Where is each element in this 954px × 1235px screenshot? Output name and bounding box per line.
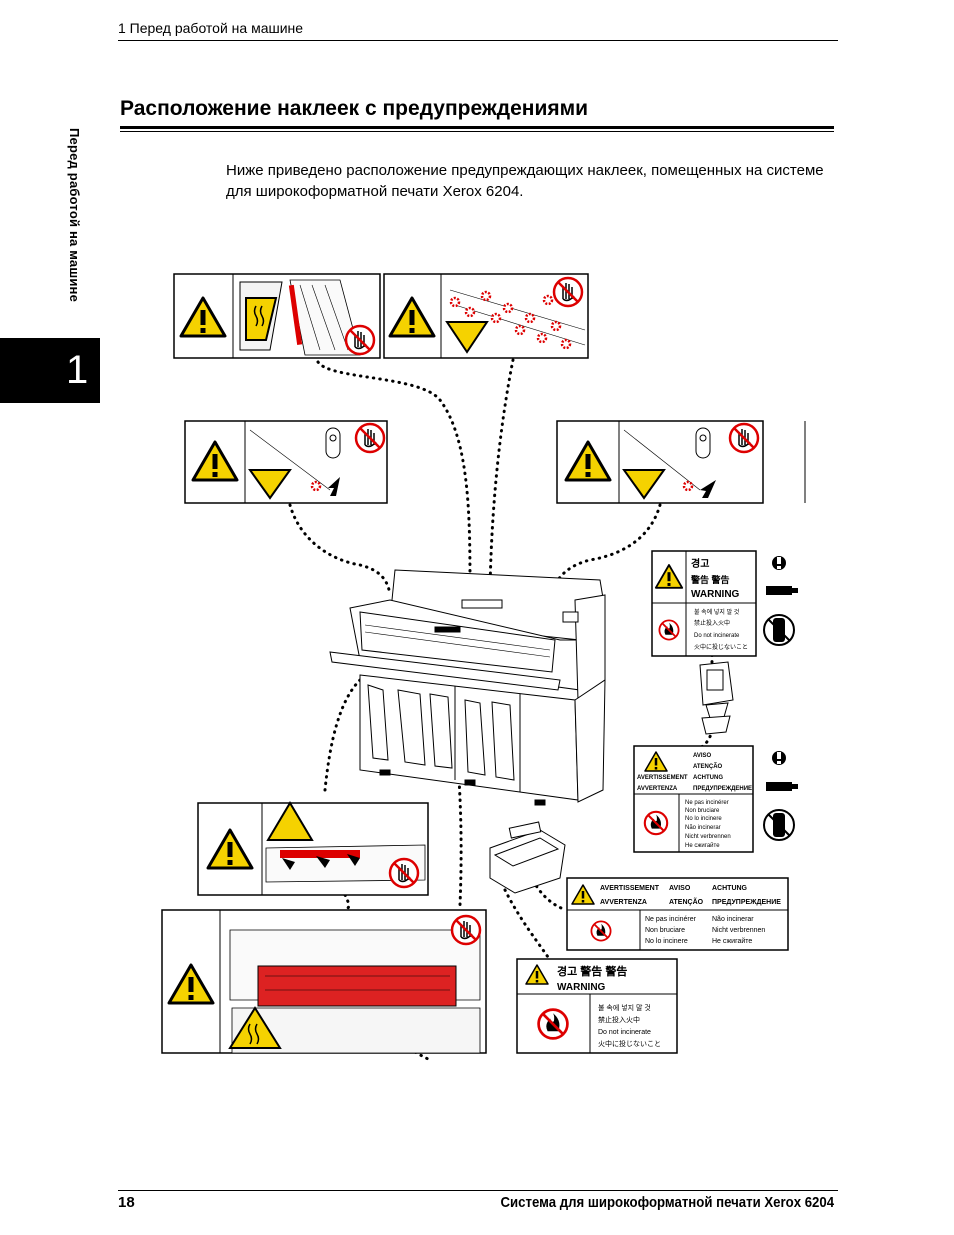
- svg-text:Не сжигайте: Не сжигайте: [712, 937, 752, 945]
- svg-text:Ne pas incinérer: Ne pas incinérer: [685, 800, 729, 806]
- side-tab-label: Перед работой на машине: [67, 128, 82, 303]
- svg-text:불 속에 넣지 말 것: 불 속에 넣지 말 것: [694, 608, 740, 616]
- svg-text:경고: 경고: [691, 557, 709, 570]
- svg-text:Não incinerar: Não incinerar: [712, 916, 754, 923]
- svg-text:No lo incinere: No lo incinere: [645, 938, 688, 945]
- svg-text:火中に投じないこと: 火中に投じないこと: [598, 1039, 661, 1048]
- svg-text:ATENÇÃO: ATENÇÃO: [669, 897, 704, 906]
- svg-text:火中に投じないこと: 火中に投じないこと: [694, 643, 748, 651]
- svg-text:경고 警告 警告: 경고 警告 警告: [557, 964, 627, 978]
- label-fuser-area: [161, 909, 487, 1054]
- hot-surface-icon: [245, 297, 278, 341]
- toner-bottle-illustration: [699, 661, 734, 735]
- svg-text:Não incinerar: Não incinerar: [685, 825, 721, 831]
- title-rule-thin: [120, 131, 834, 132]
- intro-paragraph: Ниже приведено расположение предупреждаю…: [226, 162, 824, 200]
- svg-text:No lo incinere: No lo incinere: [685, 816, 722, 822]
- svg-text:WARNING: WARNING: [691, 589, 740, 600]
- footer-rule: [118, 1190, 838, 1191]
- svg-text:ACHTUNG: ACHTUNG: [693, 775, 723, 781]
- svg-text:Non bruciare: Non bruciare: [645, 927, 685, 934]
- svg-text:Do not incinerate: Do not incinerate: [694, 633, 740, 639]
- title-rule: [120, 126, 834, 129]
- svg-text:Ne pas incinérer: Ne pas incinérer: [645, 916, 697, 923]
- svg-text:Nicht verbrennen: Nicht verbrennen: [712, 927, 765, 934]
- label-toner-cjk-bottom: 경고 警告 警告 WARNING 불 속에 넣지 말 것 禁止投入火中 Do n…: [516, 958, 678, 1054]
- svg-text:AVISO: AVISO: [693, 753, 712, 759]
- svg-text:AVERTISSEMENT: AVERTISSEMENT: [637, 775, 688, 781]
- svg-text:Не сжигайте: Не сжигайте: [685, 842, 720, 849]
- svg-text:WARNING: WARNING: [557, 982, 606, 993]
- label-drum-multilang-2: AVERTISSEMENT AVISO ACHTUNG AVVERTENZA A…: [566, 877, 789, 951]
- label-drum-multilang: AVISO ATENÇÃO AVERTISSEMENT ACHTUNG AVVE…: [633, 745, 754, 853]
- running-header: 1 Перед работой на машине: [118, 20, 304, 36]
- section-title: Расположение наклеек с предупреждениями: [120, 97, 589, 120]
- label-latch-left: [184, 420, 388, 504]
- svg-text:警告 警告: 警告 警告: [691, 574, 730, 585]
- label-hot-roller: [173, 273, 381, 359]
- header-rule: [118, 40, 838, 41]
- svg-text:AVISO: AVISO: [669, 885, 691, 892]
- label-latch-right: [556, 420, 806, 504]
- label-gears: [383, 273, 589, 359]
- svg-text:ПРЕДУПРЕЖДЕНИЕ: ПРЕДУПРЕЖДЕНИЕ: [712, 899, 781, 906]
- svg-text:불 속에 넣지 말 것: 불 속에 넣지 말 것: [598, 1003, 651, 1012]
- label-feed-rollers: [197, 801, 429, 896]
- svg-text:AVERTISSEMENT: AVERTISSEMENT: [600, 885, 660, 892]
- printer-illustration: [329, 569, 606, 806]
- svg-text:AVVERTENZA: AVVERTENZA: [600, 899, 647, 906]
- svg-text:Non bruciare: Non bruciare: [685, 808, 720, 814]
- svg-text:ПРЕДУПРЕЖДЕНИЕ: ПРЕДУПРЕЖДЕНИЕ: [693, 786, 752, 792]
- drum-side-icons: [763, 751, 798, 841]
- svg-text:禁止投入火中: 禁止投入火中: [694, 619, 730, 627]
- svg-text:AVVERTENZA: AVVERTENZA: [637, 786, 678, 792]
- chapter-tab[interactable]: 1: [0, 338, 100, 403]
- svg-text:ACHTUNG: ACHTUNG: [712, 885, 748, 892]
- page-number: 18: [118, 1194, 135, 1211]
- drum-cartridge-illustration: [489, 821, 566, 894]
- label-toner-cjk: 경고 警告 警告 WARNING 불 속에 넣지 말 것 禁止投入火中 Do n…: [651, 550, 757, 657]
- svg-text:禁止投入火中: 禁止投入火中: [598, 1015, 640, 1024]
- pinch-hand-icon: [445, 321, 489, 354]
- svg-text:Do not incinerate: Do not incinerate: [598, 1029, 651, 1036]
- footer-title: Система для широкоформатной печати Xerox…: [500, 1194, 834, 1211]
- svg-text:Nicht verbrennen: Nicht verbrennen: [685, 834, 731, 840]
- svg-text:ATENÇÃO: ATENÇÃO: [693, 763, 723, 770]
- toner-side-icons: [763, 556, 798, 646]
